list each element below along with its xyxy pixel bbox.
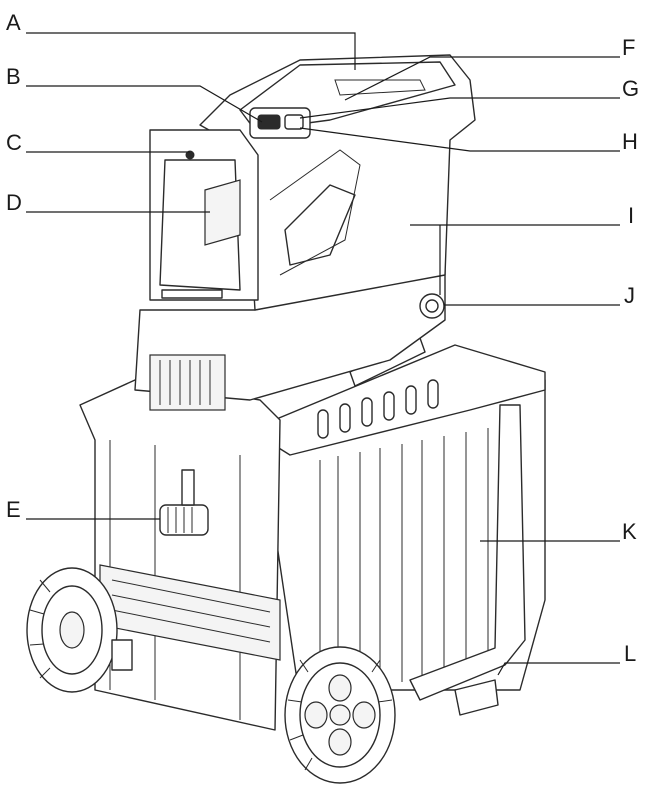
leader-l [497,662,620,676]
left-axle [111,639,133,671]
callout-l: L [624,641,636,666]
callout-a: A [6,10,21,35]
switch-housing [249,107,311,139]
leader-lines [26,32,620,676]
callout-c: C [6,130,22,155]
garden-shredder-illustration [26,54,546,784]
lid-slots [317,379,439,439]
left-wheel [26,567,118,693]
callout-i: I [628,203,634,228]
chute-opening [204,179,241,246]
adjustment-knob [159,469,209,536]
side-knob [419,293,445,319]
leader-a [26,32,356,70]
callout-f: F [622,35,635,60]
callout-b: B [6,64,21,89]
support-foot [454,679,499,716]
right-wheel [284,646,396,784]
leader-b [26,85,263,123]
chute-screw [185,150,195,160]
callout-d: D [6,190,22,215]
callout-e: E [6,497,21,522]
callout-k: K [622,519,637,544]
side-window [284,184,356,266]
hopper-front-vent [149,354,226,411]
callout-g: G [622,76,639,101]
leader-g [299,97,620,119]
callout-j: J [624,283,635,308]
callout-h: H [622,129,638,154]
leader-f [344,56,620,101]
callout-labels: A B C D E F G H I J K L [6,10,639,666]
leader-h [299,127,620,152]
carry-frame [409,404,526,701]
